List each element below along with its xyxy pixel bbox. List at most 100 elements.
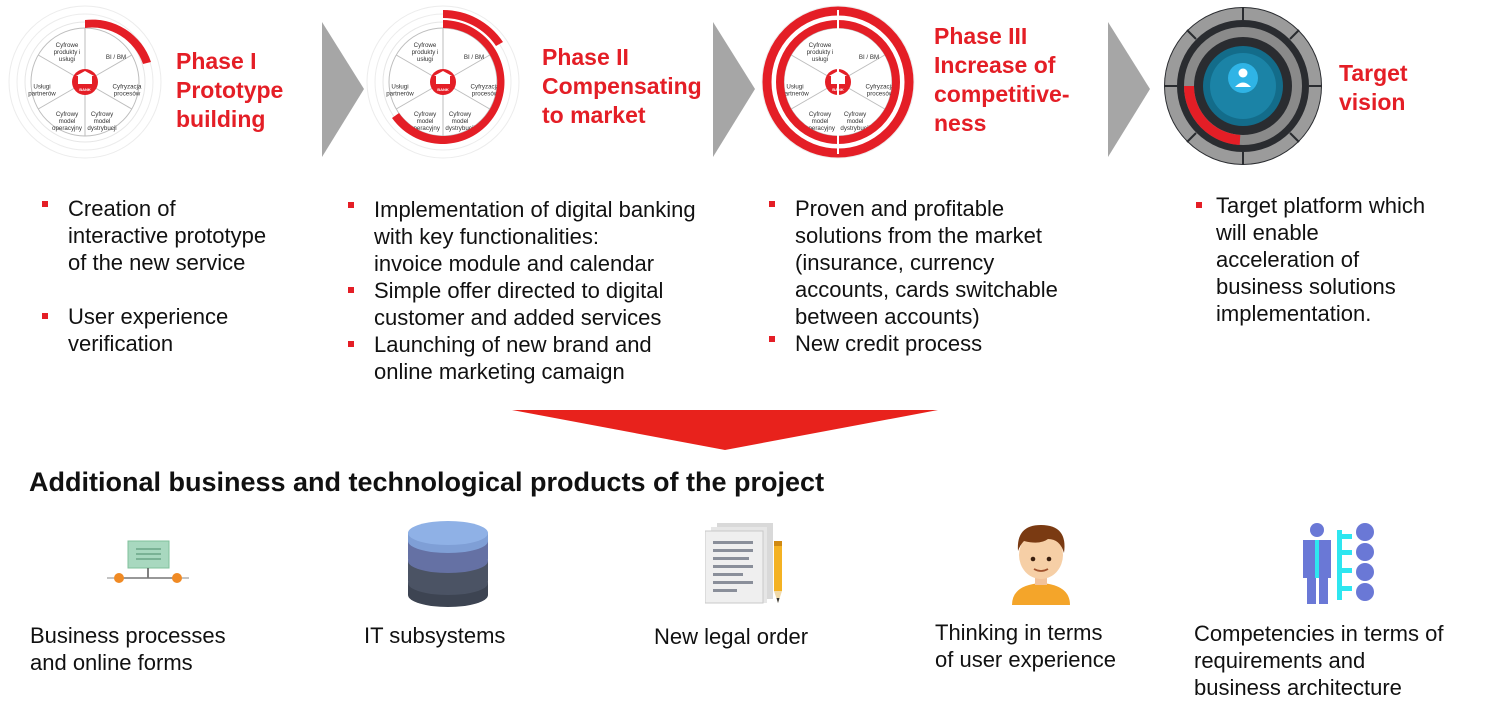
product-label: Competencies in terms of bbox=[1194, 621, 1444, 646]
bullet-line: verification bbox=[68, 331, 174, 356]
bullet-item: Proven and profitable solutions from the… bbox=[769, 195, 1058, 330]
process-form-icon bbox=[107, 540, 189, 583]
bullet-line: Target platform which bbox=[1216, 193, 1426, 218]
bullet-line: Implementation of digital banking bbox=[374, 197, 696, 222]
product-competencies: Competencies in terms of requirements an… bbox=[1194, 620, 1443, 701]
phase-title-line: ness bbox=[934, 110, 987, 136]
phase-2-title: Phase II Compensating to market bbox=[542, 43, 702, 130]
user-face-icon bbox=[1012, 525, 1070, 605]
bullet-line: accounts, cards switchable bbox=[795, 277, 1058, 302]
bullet-line: (insurance, currency bbox=[795, 250, 995, 275]
bullet-line: New credit process bbox=[795, 331, 983, 356]
product-label: Thinking in terms bbox=[935, 620, 1103, 645]
bullet-square-icon bbox=[42, 201, 48, 207]
bullet-item: User experience verification bbox=[42, 303, 266, 357]
bullet-line: with key functionalities: bbox=[374, 224, 599, 249]
product-it-subsystems: IT subsystems bbox=[364, 622, 505, 649]
phase-title-line: Phase II bbox=[542, 44, 629, 70]
phase-title-line: building bbox=[176, 106, 266, 132]
bullet-line: acceleration of bbox=[1216, 247, 1360, 272]
bullet-item: Creation of interactive prototype of the… bbox=[42, 195, 266, 276]
bullet-square-icon bbox=[348, 287, 354, 293]
bank-label: BANK bbox=[79, 87, 91, 92]
bullet-line: implementation. bbox=[1216, 301, 1372, 326]
product-label: business architecture bbox=[1194, 675, 1402, 700]
chevron-arrow-icon bbox=[322, 22, 364, 157]
bullet-line: Proven and profitable bbox=[795, 196, 1005, 221]
product-label: of user experience bbox=[935, 647, 1116, 672]
bullet-item: Launching of new brand and online market… bbox=[348, 331, 696, 385]
section-title: Additional business and technological pr… bbox=[29, 467, 825, 497]
product-label: and online forms bbox=[30, 650, 193, 675]
phase-title-line: vision bbox=[1339, 89, 1406, 115]
bullet-line: will enable bbox=[1216, 220, 1319, 245]
bullet-square-icon bbox=[769, 336, 775, 342]
phase-title-line: Compensating bbox=[542, 73, 702, 99]
bullet-line: customer and added services bbox=[374, 305, 662, 330]
bullet-line: Creation of bbox=[68, 196, 176, 221]
phase-title-line: Phase I bbox=[176, 48, 257, 74]
chevron-arrow-icon bbox=[1108, 22, 1150, 157]
bullet-square-icon bbox=[348, 202, 354, 208]
product-business-processes: Business processes and online forms bbox=[30, 622, 226, 676]
phase-title-line: Phase III bbox=[934, 23, 1028, 49]
wheel-label-bi-bm: BI / BM bbox=[859, 54, 879, 61]
bullet-line: User experience bbox=[68, 304, 229, 329]
phase-3-title: Phase III Increase of competitive- ness bbox=[934, 22, 1069, 138]
wheel-label-bi-bm: BI / BM bbox=[106, 54, 126, 61]
target-vision-bullets: Target platform which will enable accele… bbox=[1196, 192, 1425, 327]
phase-title-line: Prototype bbox=[176, 77, 284, 103]
phase-1-bullets: Creation of interactive prototype of the… bbox=[42, 195, 266, 357]
bullet-square-icon bbox=[42, 313, 48, 319]
phase-title-line: to market bbox=[542, 102, 646, 128]
legal-document-icon bbox=[705, 523, 782, 604]
product-label: Business processes bbox=[30, 623, 226, 648]
phase-title-line: Target bbox=[1339, 60, 1408, 86]
chevron-arrow-icon bbox=[713, 22, 755, 157]
bullet-line: Launching of new brand and bbox=[374, 332, 652, 357]
architecture-icon bbox=[1303, 523, 1374, 604]
bullet-line: business solutions bbox=[1216, 274, 1396, 299]
phase-title-line: Increase of bbox=[934, 52, 1056, 78]
bullet-line: Simple offer directed to digital bbox=[374, 278, 664, 303]
bullet-item: New credit process bbox=[769, 330, 1058, 357]
product-legal-order: New legal order bbox=[654, 623, 808, 650]
bullet-line: invoice module and calendar bbox=[374, 251, 655, 276]
target-vision-wheel bbox=[1160, 6, 1326, 166]
product-user-experience: Thinking in terms of user experience bbox=[935, 619, 1116, 673]
phase-3-bullets: Proven and profitable solutions from the… bbox=[769, 195, 1058, 357]
bullet-item: Target platform which will enable accele… bbox=[1196, 192, 1425, 327]
bank-label: BANK bbox=[437, 87, 449, 92]
database-icon bbox=[408, 521, 488, 607]
wheel-label-bi-bm: BI / BM bbox=[464, 54, 484, 61]
bullet-square-icon bbox=[1196, 202, 1202, 208]
phase-title-line: competitive- bbox=[934, 81, 1070, 107]
product-label: IT subsystems bbox=[364, 623, 506, 648]
bullet-item: Implementation of digital banking with k… bbox=[348, 196, 696, 277]
product-label: requirements and bbox=[1194, 648, 1366, 673]
bullet-line: of the new service bbox=[68, 250, 246, 275]
bullet-line: solutions from the market bbox=[795, 223, 1042, 248]
target-vision-title: Target vision bbox=[1339, 59, 1408, 117]
down-arrow-icon bbox=[512, 410, 938, 450]
bullet-item: Simple offer directed to digital custome… bbox=[348, 277, 696, 331]
bullet-line: online marketing camaign bbox=[374, 359, 625, 384]
product-label: New legal order bbox=[654, 624, 809, 649]
bullet-square-icon bbox=[769, 201, 775, 207]
